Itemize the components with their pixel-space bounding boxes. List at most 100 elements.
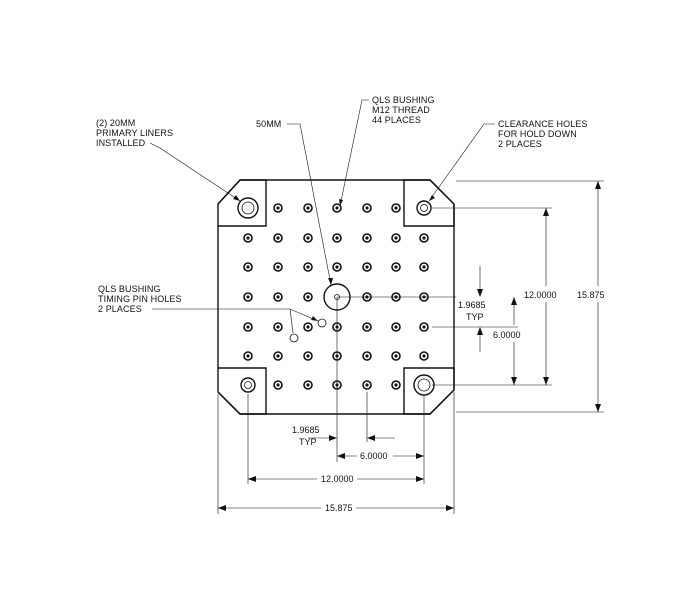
qls-bushing-hole	[303, 203, 313, 213]
qls-bushing-hole-center	[365, 206, 369, 210]
qls-bushing-hole-center	[422, 325, 426, 329]
qls-bushing-hole-center	[276, 265, 280, 269]
qls-bushing-hole	[419, 233, 429, 243]
qls-bushing-hole	[332, 203, 342, 213]
dim-bottom-6: 6.0000	[337, 451, 424, 461]
dim-right-pitch-value: 1.9685	[458, 300, 486, 310]
qls-bushing-hole	[243, 292, 253, 302]
qls-bushing-hole	[391, 351, 401, 361]
qls-bushing-hole	[391, 262, 401, 272]
qls-bushing-hole	[273, 322, 283, 332]
dim-right-6: 6.0000	[493, 297, 521, 385]
dim-right-overall-value: 15.875	[577, 290, 605, 300]
qls-bushing-hole-center	[394, 206, 398, 210]
note-clearance-line3: 2 PLACES	[498, 139, 542, 149]
qls-bushing-hole	[419, 322, 429, 332]
qls-bushing-hole	[273, 380, 283, 390]
qls-bushing-hole	[362, 233, 372, 243]
note-qls-thread-line2: M12 THREAD	[372, 105, 430, 115]
qls-bushing-hole-center	[394, 236, 398, 240]
qls-bushing-hole-center	[365, 325, 369, 329]
qls-bushing-hole-center	[306, 383, 310, 387]
qls-bushing-hole	[332, 262, 342, 272]
qls-bushing-hole	[303, 322, 313, 332]
qls-bushing-hole	[303, 262, 313, 272]
primary-liner-hole-bottom-right	[413, 374, 435, 396]
qls-bushing-hole	[391, 322, 401, 332]
qls-bushing-hole	[391, 233, 401, 243]
qls-bushing-hole	[273, 203, 283, 213]
qls-bushing-hole	[243, 233, 253, 243]
qls-bushing-hole-center	[306, 206, 310, 210]
dim-right-6-value: 6.0000	[493, 330, 521, 340]
note-50mm-label: 50MM	[256, 119, 281, 129]
qls-bushing-hole-center	[276, 206, 280, 210]
qls-bushing-hole	[362, 351, 372, 361]
corner-pocket-top-left	[217, 179, 267, 227]
qls-bushing-hole-grid	[243, 203, 429, 390]
qls-bushing-hole-center	[422, 265, 426, 269]
note-50mm-bore: 50MM	[256, 119, 333, 286]
qls-bushing-hole-center	[335, 236, 339, 240]
qls-bushing-hole	[391, 203, 401, 213]
dim-bottom-6-value: 6.0000	[360, 451, 388, 461]
qls-bushing-hole-center	[246, 236, 250, 240]
qls-bushing-hole-center	[246, 325, 250, 329]
note-clearance-holes: CLEARANCE HOLES FOR HOLD DOWN 2 PLACES	[428, 119, 587, 202]
qls-bushing-hole	[243, 322, 253, 332]
dim-bottom-12: 12.0000	[248, 474, 424, 484]
qls-bushing-hole	[303, 351, 313, 361]
qls-bushing-hole-center	[422, 354, 426, 358]
note-qls-thread-line3: 44 PLACES	[372, 115, 421, 125]
timing-pin-holes	[289, 318, 327, 343]
qls-bushing-hole-center	[276, 383, 280, 387]
qls-bushing-hole-center	[276, 325, 280, 329]
dim-bottom-pitch: 1.9685 TYP	[292, 425, 395, 447]
qls-bushing-hole-center	[365, 236, 369, 240]
qls-bushing-hole-center	[394, 325, 398, 329]
qls-bushing-hole-center	[306, 325, 310, 329]
corner-pocket-top-right	[403, 179, 455, 227]
qls-bushing-hole	[362, 262, 372, 272]
qls-bushing-hole-center	[276, 236, 280, 240]
qls-bushing-hole	[273, 262, 283, 272]
qls-bushing-hole	[273, 233, 283, 243]
qls-bushing-hole	[303, 292, 313, 302]
qls-bushing-hole-center	[306, 265, 310, 269]
qls-bushing-hole	[303, 233, 313, 243]
right-extension-lines	[432, 180, 604, 413]
dim-bottom-overall-value: 15.875	[325, 503, 353, 513]
qls-bushing-hole	[362, 380, 372, 390]
qls-bushing-hole-center	[365, 383, 369, 387]
qls-bushing-hole-center	[276, 295, 280, 299]
note-qls-bushing-thread: QLS BUSHING M12 THREAD 44 PLACES	[339, 95, 435, 207]
qls-bushing-hole	[362, 203, 372, 213]
note-timing-line3: 2 PLACES	[98, 304, 142, 314]
center-bore-50mm	[323, 283, 456, 462]
corner-pocket-bottom-right	[403, 367, 455, 415]
note-primary-liners: (2) 20MM PRIMARY LINERS INSTALLED	[96, 118, 241, 202]
note-primary-liners-line2: PRIMARY LINERS	[96, 128, 173, 138]
dim-bottom-overall: 15.875	[218, 503, 454, 513]
dim-right-overall: 15.875	[577, 181, 605, 412]
qls-bushing-hole	[391, 380, 401, 390]
qls-bushing-hole-center	[365, 265, 369, 269]
dim-right-12: 12.0000	[524, 208, 557, 385]
note-timing-line1: QLS BUSHING	[98, 284, 161, 294]
qls-bushing-hole-center	[246, 265, 250, 269]
qls-bushing-hole-center	[276, 354, 280, 358]
qls-bushing-hole	[419, 351, 429, 361]
note-clearance-line2: FOR HOLD DOWN	[498, 129, 577, 139]
dim-right-pitch-typ: TYP	[466, 312, 484, 322]
note-primary-liners-line1: (2) 20MM	[96, 118, 135, 128]
qls-bushing-hole	[273, 351, 283, 361]
qls-bushing-hole-center	[306, 236, 310, 240]
primary-liner-hole-top-left	[237, 197, 259, 219]
clearance-hole-top-right	[416, 200, 432, 216]
qls-bushing-hole	[273, 292, 283, 302]
qls-bushing-hole-center	[306, 354, 310, 358]
qls-bushing-hole-center	[394, 265, 398, 269]
qls-bushing-hole	[303, 380, 313, 390]
qls-bushing-hole-center	[246, 354, 250, 358]
